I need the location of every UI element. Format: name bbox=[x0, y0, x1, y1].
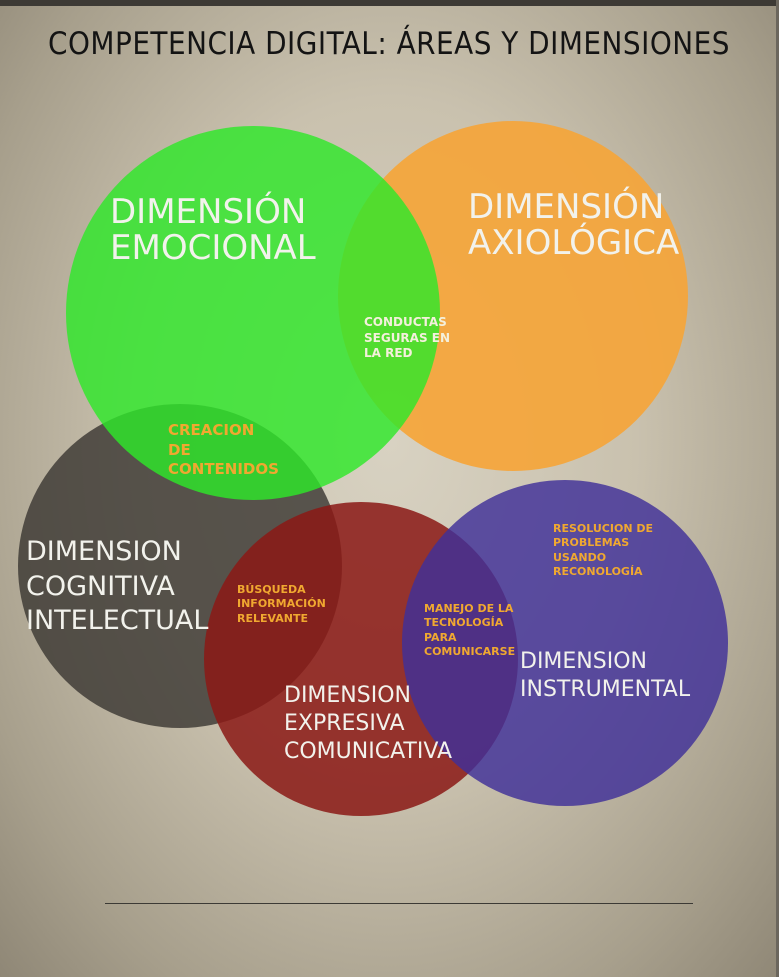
label-line: SEGURAS EN bbox=[364, 330, 451, 345]
label-line: DIMENSIÓN bbox=[468, 187, 665, 227]
circle-dimension-emocional bbox=[66, 126, 440, 500]
label-line: DE bbox=[168, 440, 191, 459]
area-conductas-seguras: CONDUCTAS SEGURAS EN LA RED bbox=[364, 315, 450, 362]
top-frame-edge bbox=[0, 0, 779, 6]
label-line: CONDUCTAS bbox=[364, 315, 447, 329]
area-resolucion-problemas: RESOLUCION DE PROBLEMAS USANDO RECONOLOG… bbox=[553, 522, 653, 579]
label-line: MANEJO DE LA bbox=[424, 602, 514, 615]
right-frame-edge bbox=[776, 0, 779, 977]
label-line: INSTRUMENTAL bbox=[520, 677, 691, 703]
label-line: PARA bbox=[424, 630, 457, 644]
label-line: AXIOLÓGICA bbox=[468, 222, 680, 263]
area-creacion-contenidos: CREACION DE CONTENIDOS bbox=[168, 421, 279, 480]
page-title: COMPETENCIA DIGITAL: ÁREAS Y DIMENSIONES bbox=[48, 26, 730, 62]
label-line: RESOLUCION DE bbox=[553, 522, 654, 535]
label-line: COMUNICARSE bbox=[424, 644, 516, 658]
bottom-rule bbox=[105, 903, 693, 904]
label-line: EXPRESIVA bbox=[284, 711, 405, 737]
label-dimension-instrumental: DIMENSION INSTRUMENTAL bbox=[520, 648, 690, 704]
label-line: LA RED bbox=[364, 346, 413, 361]
label-line: RECONOLOGÍA bbox=[553, 564, 643, 578]
label-line: BÚSQUEDA bbox=[237, 583, 306, 596]
label-dimension-emocional: DIMENSIÓN EMOCIONAL bbox=[110, 192, 316, 268]
label-line: INFORMACIÓN bbox=[237, 597, 326, 611]
circle-dimension-instrumental bbox=[402, 480, 728, 806]
label-dimension-cognitiva: DIMENSION COGNITIVA INTELECTUAL bbox=[26, 535, 208, 639]
label-line: COGNITIVA bbox=[26, 570, 175, 602]
label-line: PROBLEMAS bbox=[553, 536, 630, 550]
label-line: CONTENIDOS bbox=[168, 460, 279, 478]
area-manejo-tecnologia: MANEJO DE LA TECNOLOGÍA PARA COMUNICARSE bbox=[424, 602, 515, 659]
label-line: DIMENSION bbox=[26, 536, 182, 567]
label-line: INTELECTUAL bbox=[26, 605, 209, 637]
label-line: USANDO bbox=[553, 550, 607, 564]
label-line: RELEVANTE bbox=[237, 611, 309, 625]
label-line: DIMENSION bbox=[284, 683, 411, 708]
label-line: EMOCIONAL bbox=[110, 227, 316, 268]
label-line: DIMENSIÓN bbox=[110, 192, 307, 232]
label-line: COMUNICATIVA bbox=[284, 739, 453, 765]
label-dimension-expresiva: DIMENSION EXPRESIVA COMUNICATIVA bbox=[284, 682, 452, 766]
label-dimension-axiologica: DIMENSIÓN AXIOLÓGICA bbox=[468, 187, 680, 263]
label-line: DIMENSION bbox=[520, 649, 647, 674]
label-line: CREACION bbox=[168, 421, 255, 439]
label-line: TECNOLOGÍA bbox=[424, 616, 504, 630]
area-busqueda-informacion: BÚSQUEDA INFORMACIÓN RELEVANTE bbox=[237, 583, 326, 626]
